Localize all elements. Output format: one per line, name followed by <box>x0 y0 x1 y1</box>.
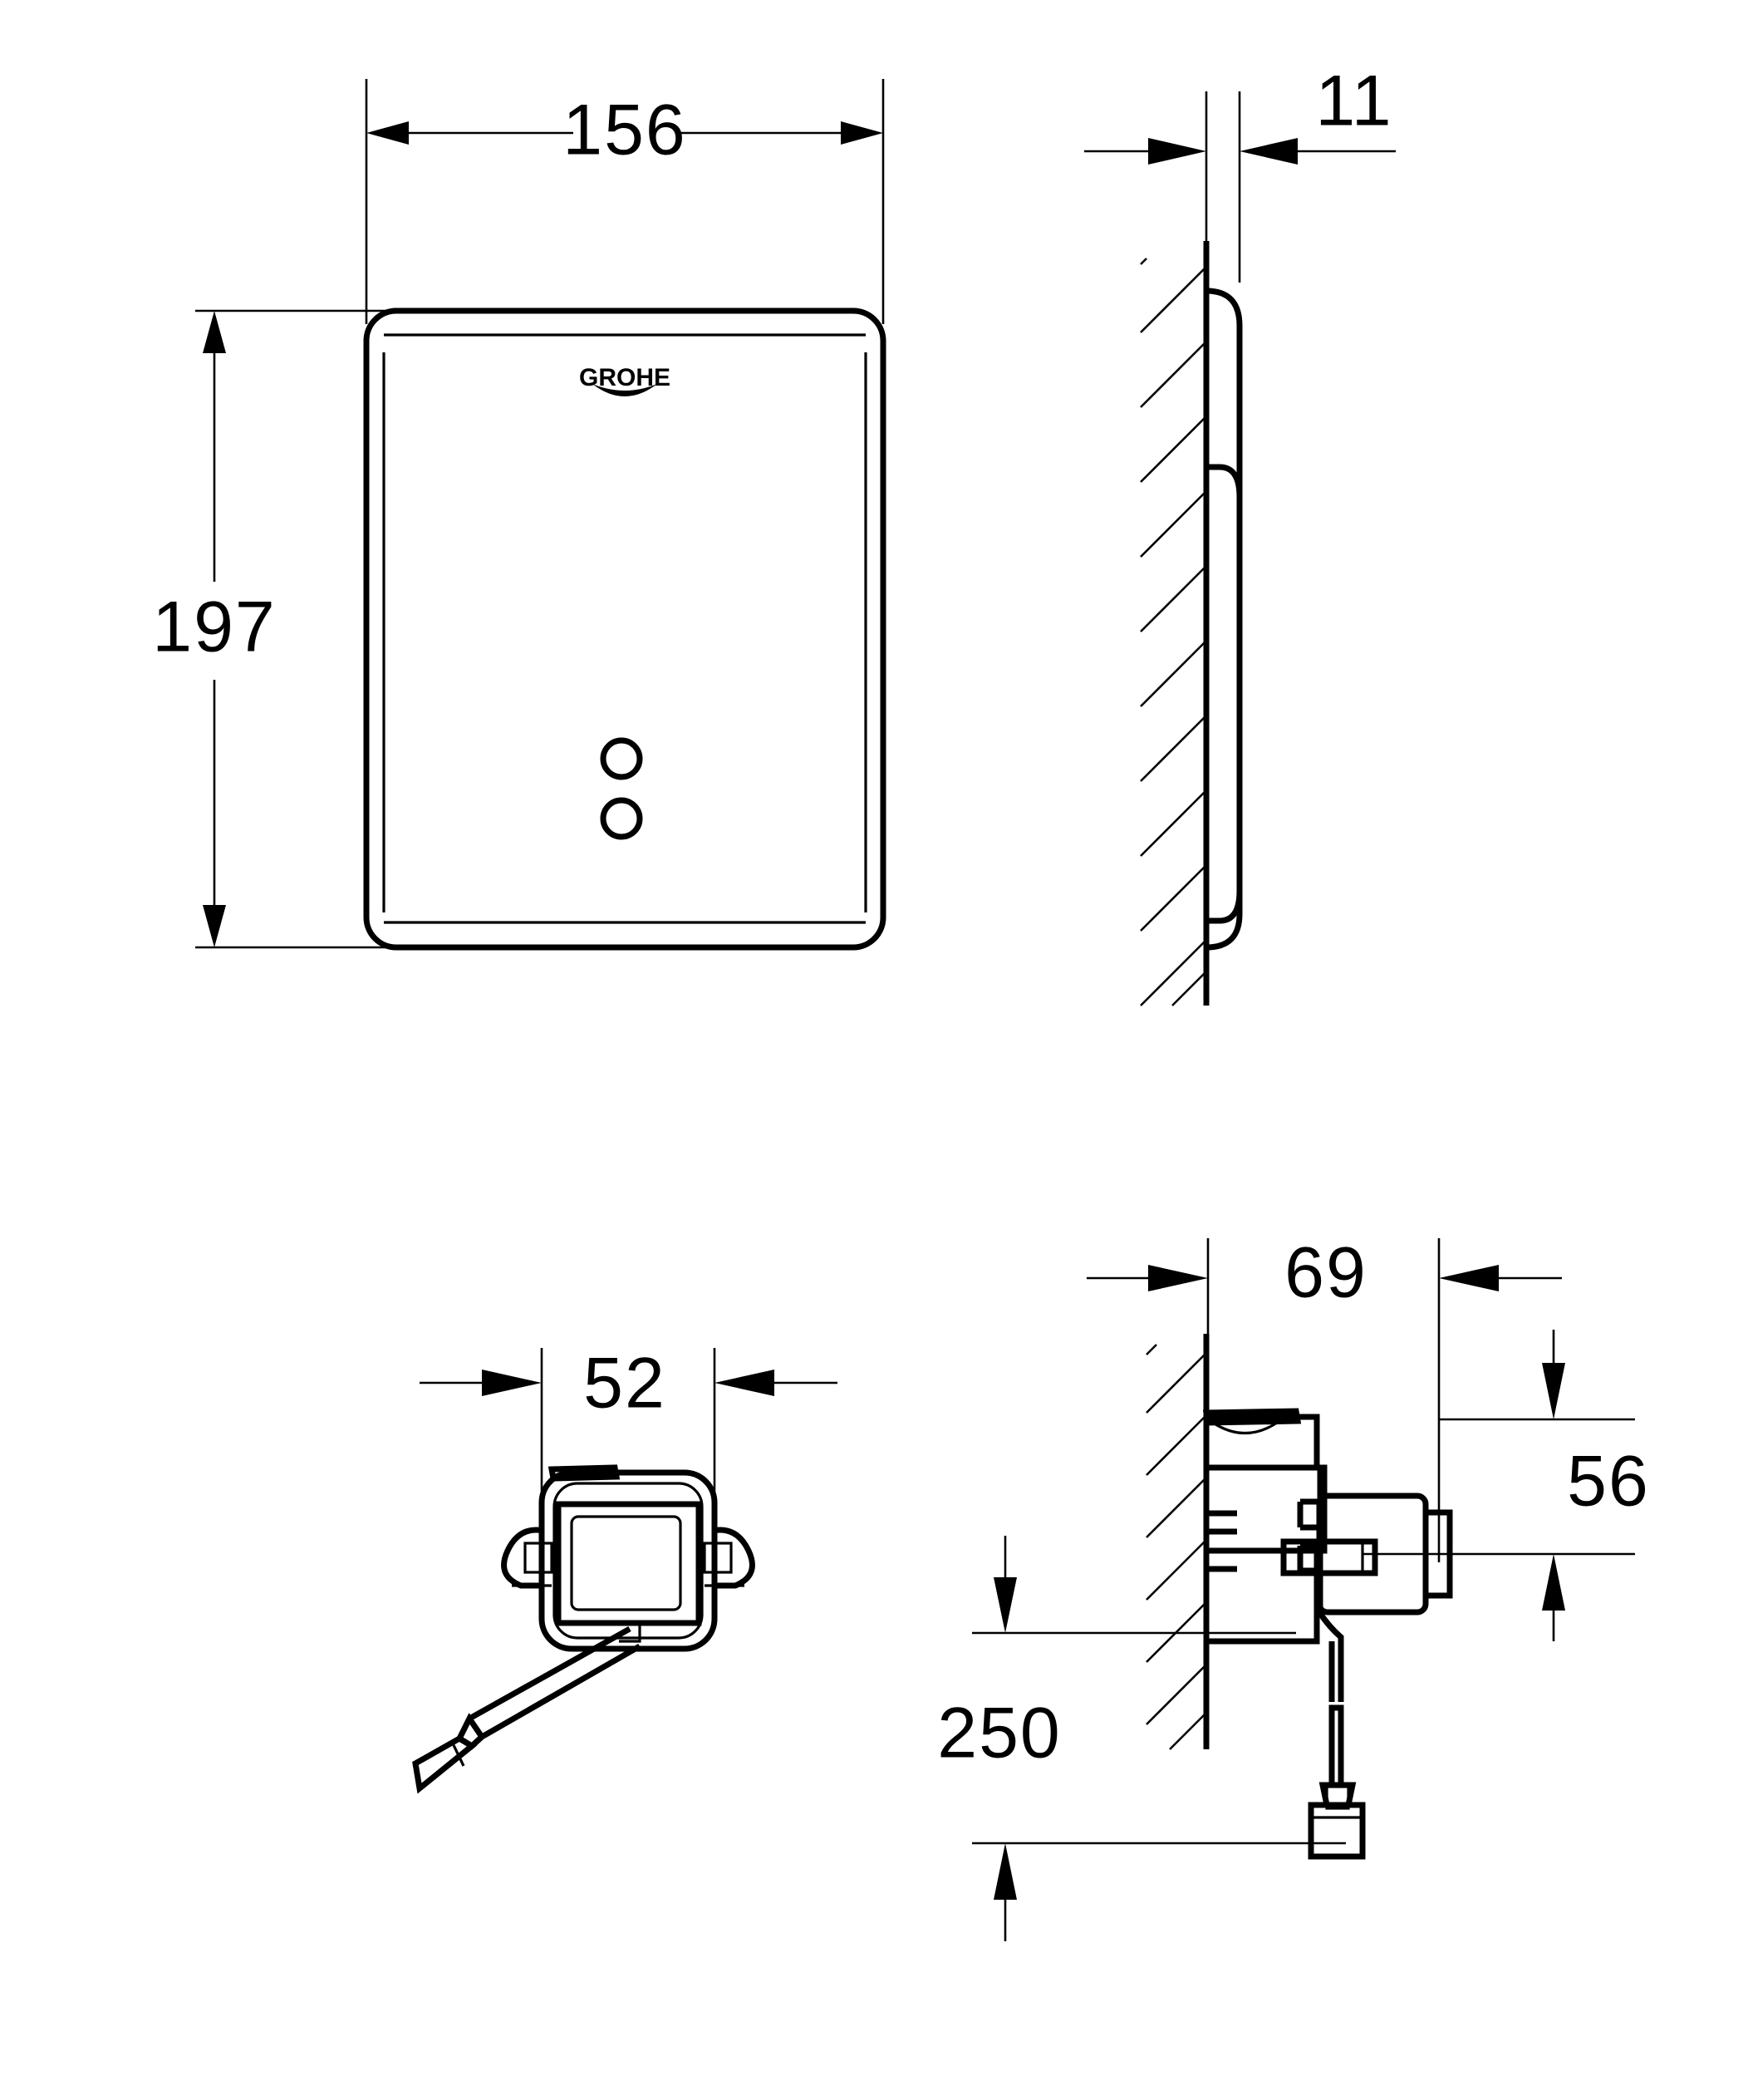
dimension-label-156: 156 <box>562 91 687 170</box>
dimension-label-69: 69 <box>1284 1233 1367 1313</box>
module-shaft <box>1280 1538 1378 1576</box>
dimension-line-56 <box>1542 1330 1565 1641</box>
module-right-wing <box>703 1527 755 1589</box>
flush-plate-recess-bottom <box>1206 890 1243 924</box>
wall-box-top-lip <box>1202 1408 1302 1426</box>
dimension-label-56: 56 <box>1567 1442 1650 1522</box>
sensor-window-lower <box>600 797 643 840</box>
dimension-line-250 <box>994 1536 1017 1941</box>
sensor-module-side-section-view: 69 56 250 <box>937 1233 1650 1941</box>
dimension-line-11 <box>1084 138 1396 165</box>
grohe-logo: GROHE <box>579 364 670 396</box>
module-body-side <box>1316 1493 1429 1616</box>
wall-hatching-lower <box>1146 1344 1207 1750</box>
module-cable-connector <box>1308 1802 1366 1860</box>
dimension-label-197: 197 <box>152 588 277 667</box>
dimension-label-52: 52 <box>583 1344 666 1424</box>
dimension-line-69 <box>1087 1265 1562 1291</box>
module-rear-boss <box>1426 1509 1453 1599</box>
wall-hatching <box>1140 258 1207 1006</box>
dimension-line-52 <box>420 1370 837 1396</box>
module-square-body <box>555 1501 702 1626</box>
wall-box-upper <box>1203 1414 1320 1468</box>
flush-plate-outline <box>363 307 886 951</box>
sensor-module-front-view: 52 <box>412 1344 837 1794</box>
module-cable <box>412 1625 641 1794</box>
module-bottom-tab <box>619 1621 641 1643</box>
front-elevation-view: 156 197 GROHE <box>152 79 886 951</box>
flush-plate-recess-top <box>1206 464 1243 498</box>
side-section-view: 11 <box>1084 61 1396 1006</box>
dimension-label-11: 11 <box>1315 61 1392 141</box>
wall-box-left-clip <box>1203 1510 1237 1535</box>
module-sensor-aperture <box>570 1515 682 1611</box>
sensor-window-upper <box>600 737 643 780</box>
wall-box-left-clip-2 <box>1203 1547 1237 1572</box>
wall-box-top-relief <box>1212 1419 1280 1435</box>
module-outer-housing <box>538 1469 718 1652</box>
module-top-clip <box>547 1464 621 1482</box>
dimension-line-156 <box>366 121 883 145</box>
module-side-cable <box>1308 1611 1366 1860</box>
wall-section-lower <box>1146 1334 1210 1750</box>
dimension-line-197 <box>203 311 226 947</box>
module-left-wing <box>501 1527 553 1589</box>
flush-plate-side-profile <box>1205 288 1243 951</box>
wall-section <box>1140 241 1210 1006</box>
dimension-label-250: 250 <box>937 1694 1062 1773</box>
wall-box-outline <box>1203 1464 1328 1554</box>
flush-plate-inner-bezel <box>382 333 867 924</box>
module-inner-contour <box>552 1482 704 1640</box>
svg-text:GROHE: GROHE <box>579 364 670 391</box>
